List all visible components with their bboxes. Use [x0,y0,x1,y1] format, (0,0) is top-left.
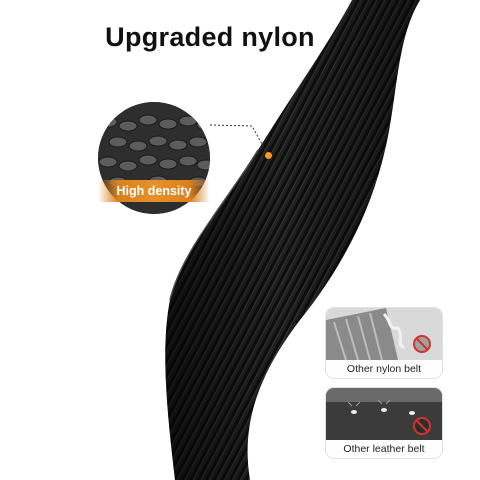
comparison-card-leather: Other leather belt [325,387,443,459]
comparison-label-nylon: Other nylon belt [326,360,442,378]
zoom-pointer-line [209,124,269,156]
prohibit-icon [413,335,431,353]
cracked-leather-photo [326,388,442,440]
high-density-label: High density [98,180,210,202]
zoom-anchor-dot [265,152,272,159]
comparison-card-nylon: Other nylon belt [325,307,443,379]
belt-fold-edge [169,149,259,301]
prohibit-icon [413,417,431,435]
page-title: Upgraded nylon [105,22,315,52]
comparison-label-leather: Other leather belt [326,440,442,458]
frayed-nylon-photo [326,308,442,360]
